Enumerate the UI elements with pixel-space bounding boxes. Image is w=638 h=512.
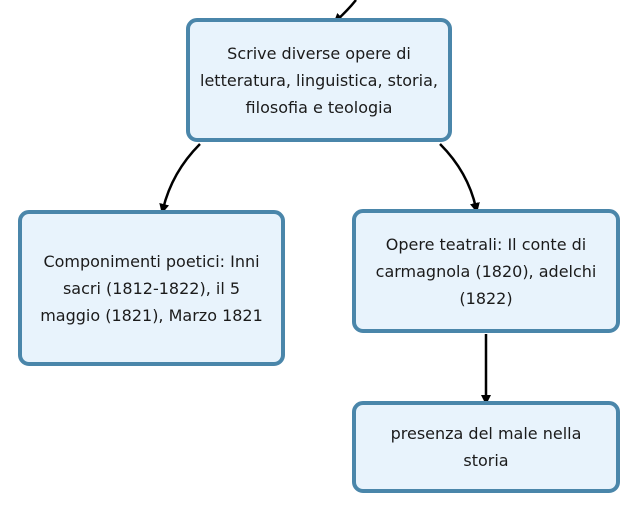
- node-presenza-del-male[interactable]: presenza del male nella storia: [352, 401, 620, 493]
- node-presenza-del-male-label: presenza del male nella storia: [390, 424, 582, 470]
- edge-root-to-theatre: [439, 143, 480, 213]
- node-componimenti-poetici[interactable]: Componimenti poetici: Inni sacri (1812-1…: [18, 210, 285, 366]
- node-opere-diverse-label: Scrive diverse opere di letteratura, lin…: [200, 43, 438, 117]
- edge-root-to-poetic: [159, 143, 201, 214]
- node-opere-teatrali-label: Opere teatrali: Il conte di carmagnola (…: [375, 234, 597, 308]
- node-opere-teatrali[interactable]: Opere teatrali: Il conte di carmagnola (…: [352, 209, 620, 333]
- edge-incoming-root: [333, 0, 357, 24]
- node-componimenti-poetici-label: Componimenti poetici: Inni sacri (1812-1…: [40, 251, 263, 325]
- node-opere-diverse[interactable]: Scrive diverse opere di letteratura, lin…: [186, 18, 452, 142]
